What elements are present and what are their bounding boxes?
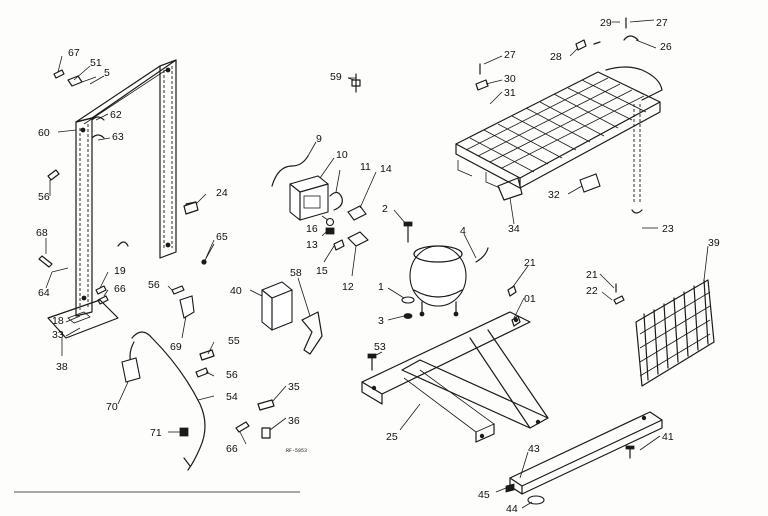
callout-1: 1	[378, 281, 384, 293]
front-rail-drawing	[505, 411, 663, 505]
callout-27: 27	[504, 49, 516, 61]
callout-31: 31	[504, 87, 516, 99]
sensor-59-drawing	[348, 73, 361, 93]
callout-10: 10	[336, 149, 348, 161]
callout-58: 58	[290, 267, 302, 279]
callout-14: 14	[380, 163, 392, 175]
callout-5: 5	[104, 67, 110, 79]
callout-45: 45	[478, 489, 490, 501]
leader-lines	[45, 19, 709, 509]
callout-19: 19	[114, 265, 126, 277]
callout-3: 3	[378, 315, 384, 327]
callout-54: 54	[226, 391, 238, 403]
callout-23: 23	[662, 223, 674, 235]
frame-assembly-drawing	[38, 59, 215, 339]
callout-63: 63	[112, 131, 124, 143]
callout-21b: 21	[586, 269, 598, 281]
callout-44: 44	[506, 503, 518, 515]
callout-67: 67	[68, 47, 80, 59]
callout-15: 15	[316, 265, 328, 277]
callout-9: 9	[316, 133, 322, 145]
callout-38: 38	[56, 361, 68, 373]
callout-36: 36	[288, 415, 300, 427]
callout-55: 55	[228, 335, 240, 347]
callout-16: 16	[306, 223, 318, 235]
callout-27b: 27	[656, 17, 668, 29]
callout-28: 28	[550, 51, 562, 63]
callout-32: 32	[548, 189, 560, 201]
callout-56: 56	[38, 191, 50, 203]
evaporator-coil-drawing	[455, 17, 663, 214]
callout-59: 59	[330, 71, 342, 83]
callout-70: 70	[106, 401, 118, 413]
callout-66b: 66	[226, 443, 238, 455]
callout-21: 21	[524, 257, 536, 269]
callout-labels: 67 51 5 62 63 60 56 24 65 68 64 19 66 18…	[36, 17, 720, 515]
compressor-drawing	[401, 245, 521, 327]
callout-51: 51	[90, 57, 102, 69]
callout-60: 60	[38, 127, 50, 139]
callout-66: 66	[114, 283, 126, 295]
callout-56b: 56	[148, 279, 160, 291]
callout-25: 25	[386, 431, 398, 443]
callout-43: 43	[528, 443, 540, 455]
callout-64: 64	[38, 287, 50, 299]
callout-40: 40	[230, 285, 242, 297]
callout-56c: 56	[226, 369, 238, 381]
callout-4: 4	[460, 225, 466, 237]
callout-69: 69	[170, 341, 182, 353]
callout-35: 35	[288, 381, 300, 393]
callout-71: 71	[150, 427, 162, 439]
callout-53: 53	[374, 341, 386, 353]
drawing-code: RF-5953	[286, 448, 307, 454]
callout-12: 12	[342, 281, 354, 293]
bracket-group-drawing	[171, 281, 323, 378]
callout-62: 62	[110, 109, 122, 121]
callout-29: 29	[600, 17, 612, 29]
callout-2: 2	[382, 203, 388, 215]
relay-group-drawing	[271, 155, 413, 251]
callout-22: 22	[586, 285, 598, 297]
callout-33: 33	[52, 329, 64, 341]
callout-11: 11	[360, 161, 371, 173]
condenser-drawing	[613, 279, 715, 387]
callout-39: 39	[708, 237, 720, 249]
callout-26: 26	[660, 41, 672, 53]
base-rail-drawing	[361, 311, 549, 443]
callout-18: 18	[52, 315, 64, 327]
callout-65: 65	[216, 231, 228, 243]
callout-13: 13	[306, 239, 318, 251]
callout-24: 24	[216, 187, 228, 199]
power-cord-drawing	[121, 331, 275, 471]
callout-41: 41	[662, 431, 674, 443]
callout-68: 68	[36, 227, 48, 239]
callout-34: 34	[508, 223, 520, 235]
callout-30: 30	[504, 73, 516, 85]
callout-01: 01	[524, 293, 536, 305]
